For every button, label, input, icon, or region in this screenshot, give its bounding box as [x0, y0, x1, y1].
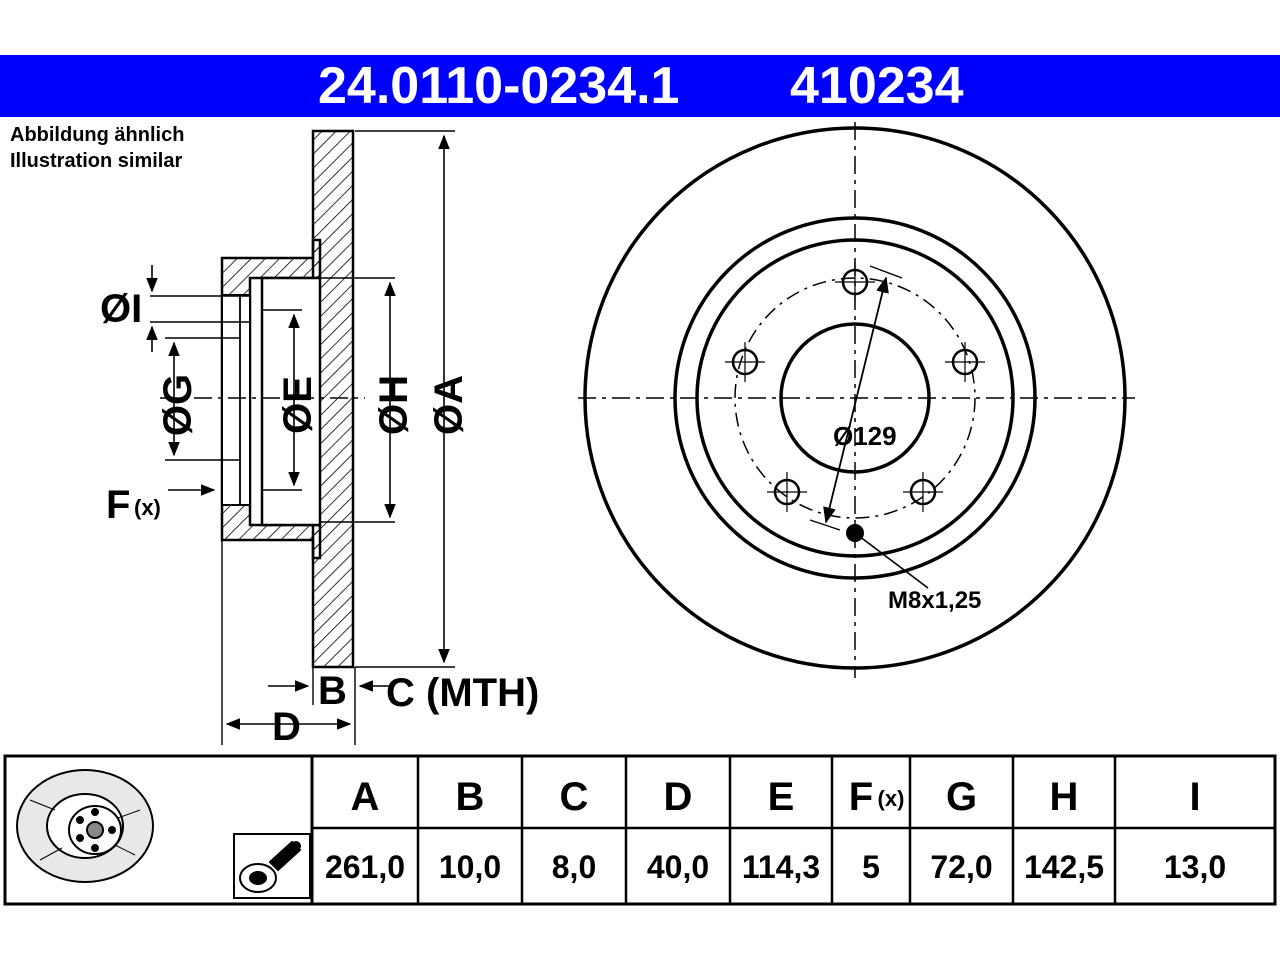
table-header-b: B [456, 775, 485, 819]
table-header-d: D [664, 775, 693, 819]
table-value-a: 261,0 [325, 849, 405, 885]
table-header-c: C [560, 775, 589, 819]
note-line-english: Illustration similar [10, 150, 183, 172]
table-header-a: A [351, 775, 380, 819]
label-dia-e: ØE [276, 376, 320, 434]
brake-disc-icon [16, 769, 154, 883]
label-dia-a: ØA [427, 375, 471, 435]
table-value-c: 8,0 [552, 849, 596, 885]
spec-table: A 261,0 B 10,0 C 8,0 D 40,0 E 114,3 F(x) 5 G 72,0 H 142… [3, 754, 1277, 906]
title-bar: 24.0110-0234.1 410234 [0, 55, 1280, 117]
table-header-h: H [1050, 775, 1079, 819]
label-pcd: Ø129 [833, 421, 897, 451]
illustration-note: Abbildung ähnlich Illustration similar [10, 122, 184, 174]
table-value-d: 40,0 [647, 849, 709, 885]
table-value-g: 72,0 [930, 849, 992, 885]
table-header-f-sub: (x) [878, 786, 905, 811]
table-header-e: E [768, 775, 795, 819]
table-value-i: 13,0 [1164, 849, 1226, 885]
table-value-e: 114,3 [742, 849, 820, 885]
hub-bolt-icon [233, 833, 311, 899]
label-dia-h: ØH [372, 375, 416, 435]
pcd-circle [734, 277, 976, 519]
table-value-b: 10,0 [439, 849, 501, 885]
table-header-f: F [849, 775, 873, 819]
section-view [146, 129, 455, 745]
front-view [578, 122, 1135, 678]
label-dia-i: ØI [100, 287, 142, 331]
label-dia-g: ØG [156, 374, 200, 436]
reference-number: 410234 [790, 57, 964, 115]
table-value-f: 5 [862, 849, 880, 885]
label-d: D [272, 705, 301, 749]
label-f: F [106, 483, 130, 527]
table-header-i: I [1189, 775, 1200, 819]
label-f-sub: (x) [134, 495, 161, 520]
label-thread: M8x1,25 [888, 587, 981, 614]
label-c-mth: C (MTH) [386, 671, 539, 715]
label-b: B [318, 669, 347, 713]
table-value-h: 142,5 [1024, 849, 1104, 885]
note-line-german: Abbildung ähnlich [10, 124, 185, 146]
table-header-g: G [946, 775, 977, 819]
part-number: 24.0110-0234.1 [318, 57, 680, 115]
